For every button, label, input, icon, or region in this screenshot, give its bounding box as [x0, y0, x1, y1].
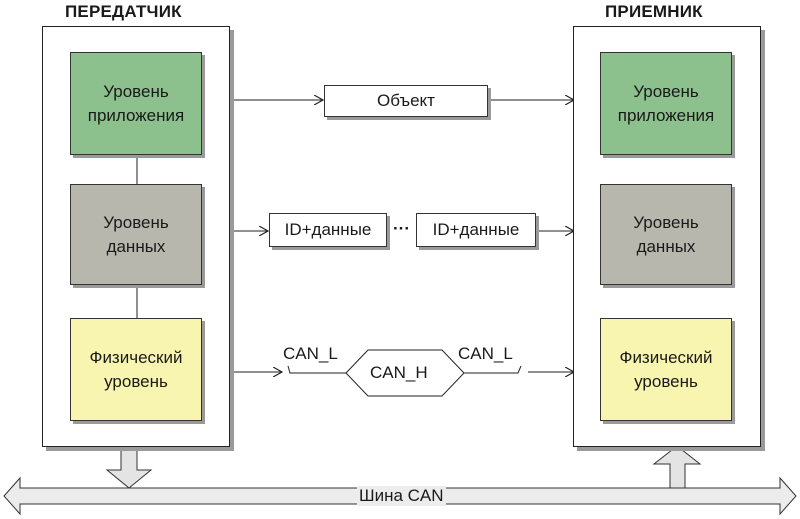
receiver-physical-layer: Физический уровень [600, 318, 732, 421]
can-signal-right [464, 365, 522, 374]
frame-ellipsis: ··· [393, 219, 410, 238]
receiver-title: ПРИЕМНИК [605, 2, 703, 21]
can-bus-label: Шина CAN [357, 486, 446, 506]
frame-box-left: ID+данные [269, 213, 387, 247]
transmitter-application-layer: Уровень приложения [70, 52, 202, 155]
object-message-box: Объект [324, 85, 488, 117]
can-h-label: CAN_H [370, 363, 428, 382]
receiver-application-layer: Уровень приложения [600, 52, 732, 155]
transmitter-title: ПЕРЕДАТЧИК [65, 2, 182, 21]
receiver-data-layer: Уровень данных [600, 184, 732, 285]
can-l-left-label: CAN_L [283, 344, 338, 363]
can-signal-left [287, 365, 346, 374]
transmitter-down-arrow [105, 445, 153, 489]
transmitter-data-layer: Уровень данных [70, 184, 202, 285]
transmitter-physical-layer: Физический уровень [70, 318, 202, 421]
frame-box-right: ID+данные [416, 213, 536, 247]
receiver-up-arrow [652, 445, 702, 489]
can-l-right-label: CAN_L [458, 344, 513, 363]
